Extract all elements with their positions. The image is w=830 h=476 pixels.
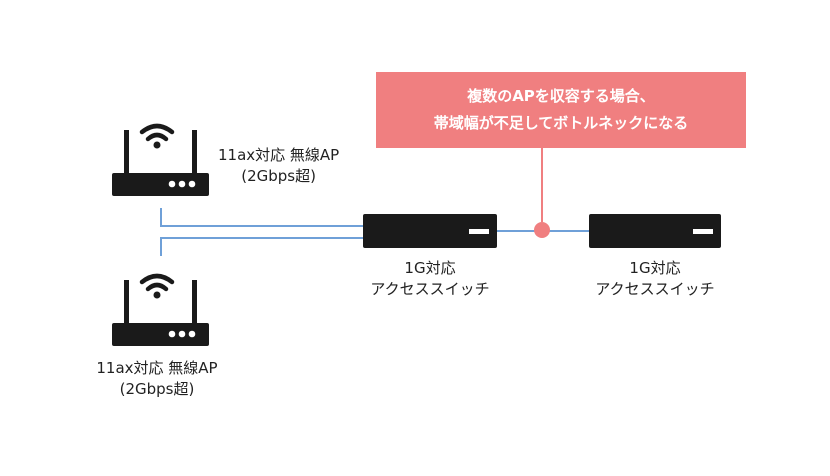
ap-label-line-2: (2Gbps超) [119,380,195,398]
wifi-router-icon [112,273,209,346]
switch-label-2: 1G対応 アクセススイッチ [565,258,745,300]
link-ap2-to-switch1 [160,237,363,256]
switch-label-line-1: 1G対応 [629,259,681,277]
ap-label-line-2: (2Gbps超) [241,167,316,185]
ap-label-line-1: 11ax対応 無線AP [96,359,218,377]
ap-label-bottom: 11ax対応 無線AP (2Gbps超) [84,358,230,400]
switch-label-line-2: アクセススイッチ [595,280,715,298]
callout-line-2: 帯域幅が不足してボトルネックになる [433,114,689,132]
ap-label-top: 11ax対応 無線AP (2Gbps超) [218,145,339,187]
switch-label-1: 1G対応 アクセススイッチ [340,258,520,300]
callout-pointer [534,148,550,238]
bottleneck-callout: 複数のAPを収容する場合、 帯域幅が不足してボトルネックになる [376,72,746,148]
callout-line-1: 複数のAPを収容する場合、 [467,87,655,105]
ap-label-line-1: 11ax対応 無線AP [218,146,340,164]
switch-label-line-1: 1G対応 [404,259,456,277]
network-switch-icon [589,214,721,248]
link-ap1-to-switch1 [160,208,363,227]
network-switch-icon [363,214,497,248]
wifi-router-icon [112,123,209,196]
switch-label-line-2: アクセススイッチ [370,280,490,298]
